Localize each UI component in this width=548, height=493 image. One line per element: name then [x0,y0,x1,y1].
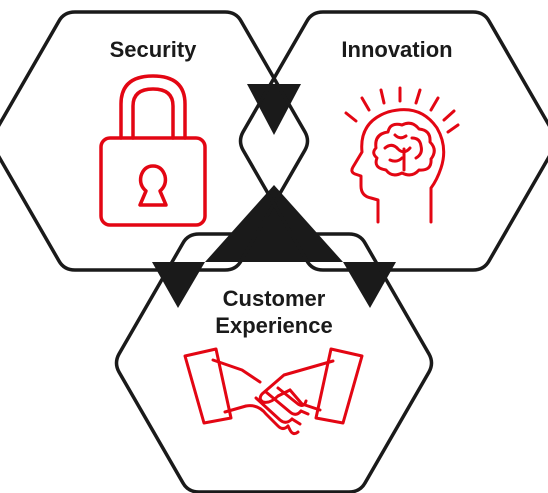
customer-experience-label-line-2: Experience [215,313,332,338]
hexagon-customer-experience-outline [114,232,434,493]
customer-experience-label-line-1: Customer [223,286,326,311]
padlock-icon [99,74,207,227]
innovation-label: Innovation [341,37,452,62]
top-center-wedge [247,84,301,135]
handshake-icon [183,347,364,436]
security-label: Security [110,37,198,62]
center-overlap-shapes [152,84,396,308]
brain-head-icon [344,86,460,224]
hexagon-security-outline [0,10,310,272]
center-triangle [205,185,343,262]
hexagon-innovation-outline [238,10,548,272]
